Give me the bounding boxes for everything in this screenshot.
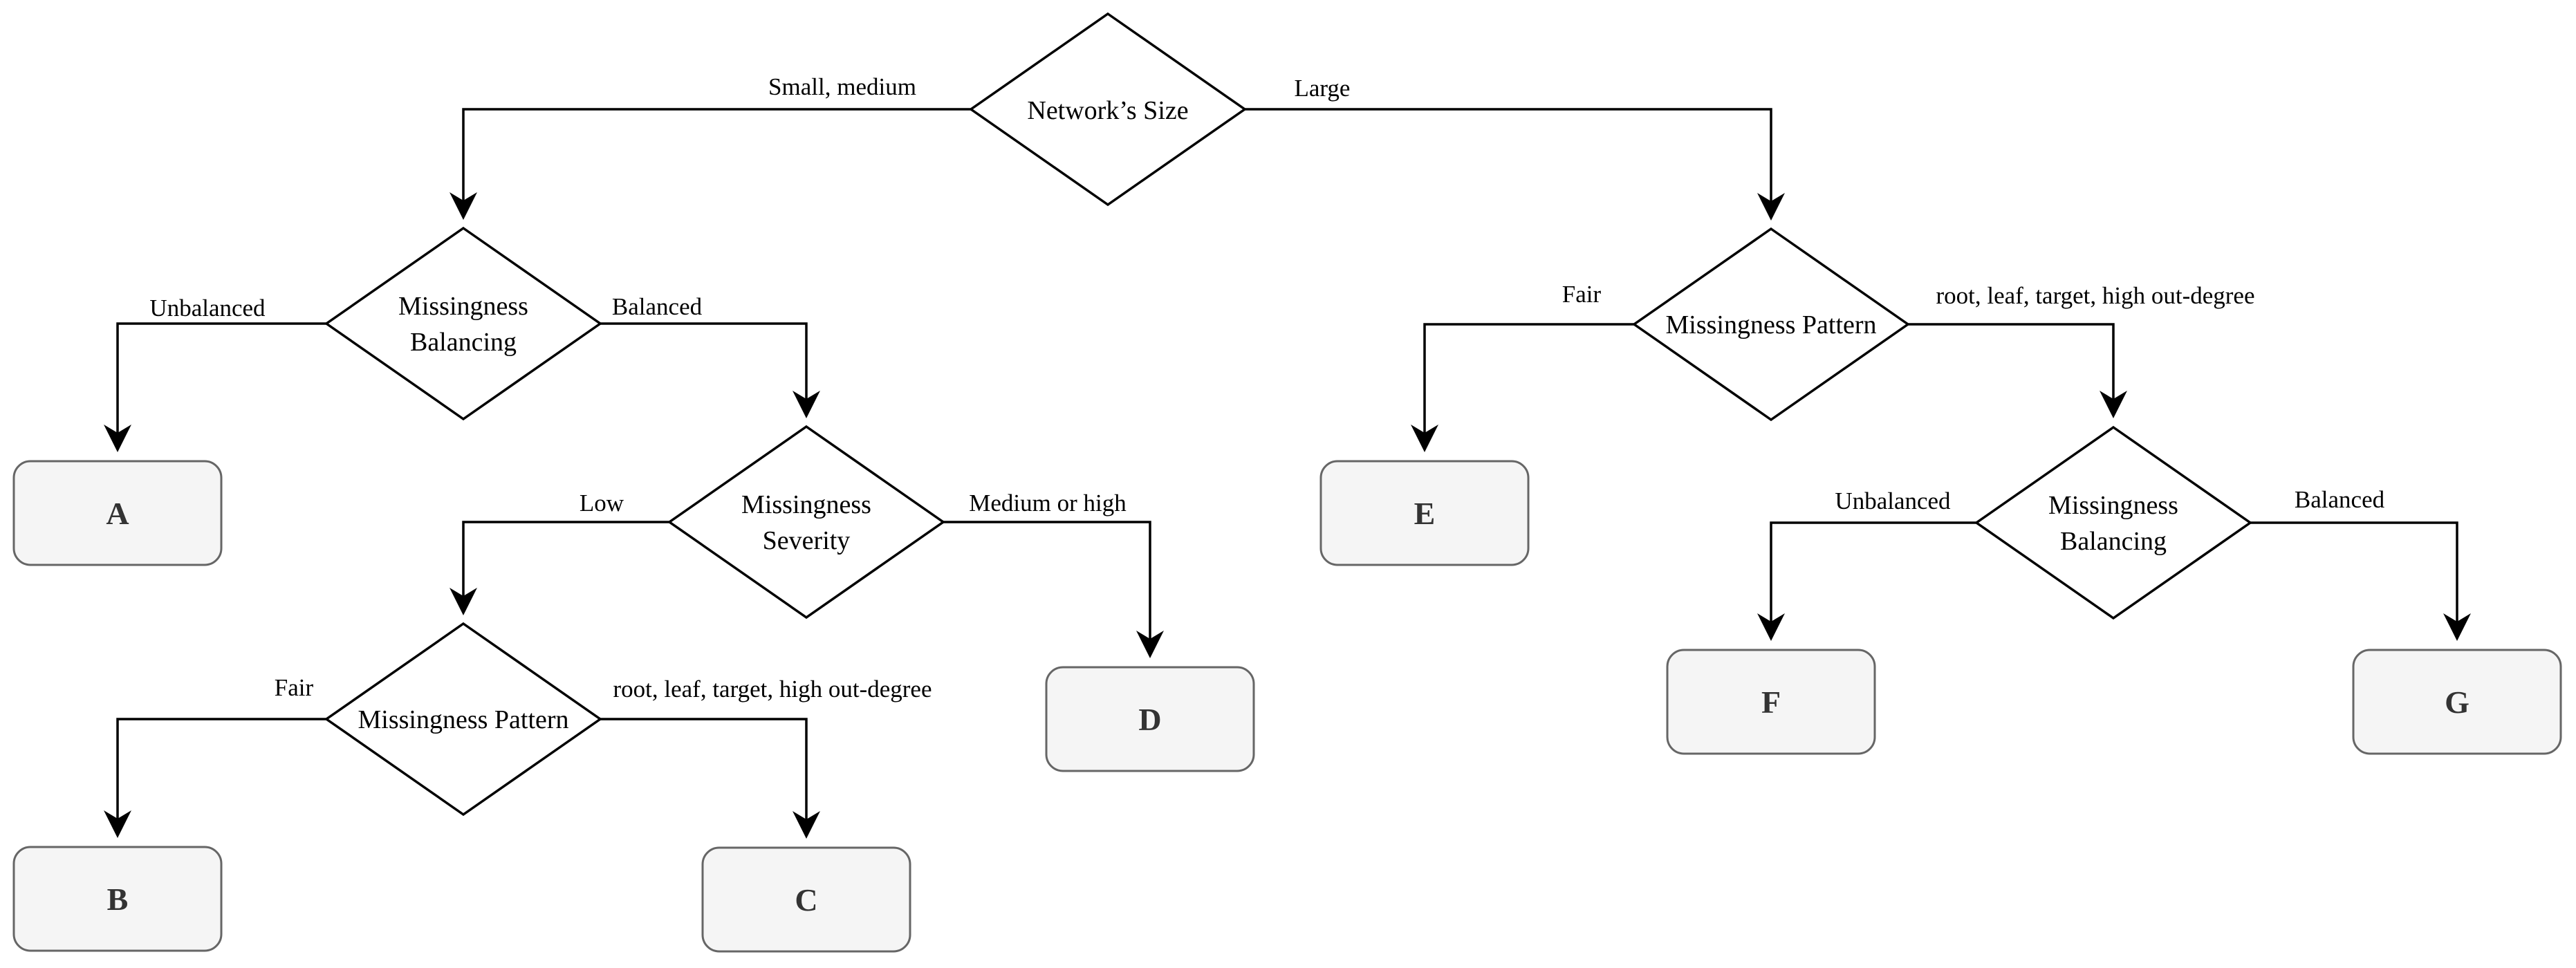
edge-right-balancing-to-f: Unbalanced (1757, 487, 1976, 641)
decision-missingness-balancing-left-line1: Missingness (398, 292, 528, 321)
edge-label-unbalanced-right: Unbalanced (1835, 487, 1951, 514)
edge-root-to-right-pattern: Large (1245, 75, 1785, 221)
edge-severity-to-d: Medium or high (943, 490, 1164, 658)
leaf-node-d: D (1045, 666, 1255, 772)
edge-label-small-medium: Small, medium (768, 73, 916, 100)
decision-missingness-balancing-right-line1: Missingness (2048, 491, 2178, 520)
edge-right-balancing-to-g: Balanced (2250, 486, 2471, 641)
edge-label-low: Low (580, 490, 624, 516)
decision-missingness-pattern-left: Missingness Pattern (324, 622, 603, 817)
edge-label-balanced-right: Balanced (2295, 486, 2385, 513)
leaf-node-g-label: G (2445, 685, 2470, 720)
decision-missingness-pattern-right-label: Missingness Pattern (1665, 310, 1876, 339)
leaf-node-c-label: C (795, 882, 817, 918)
leaf-node-c: C (701, 846, 911, 953)
decision-network-size: Network’s Size (968, 12, 1248, 207)
decision-network-size-label: Network’s Size (1027, 96, 1188, 125)
leaf-node-f: F (1666, 649, 1876, 755)
decision-missingness-severity: Missingness Severity (667, 425, 946, 620)
edge-left-pattern-to-b: Fair (104, 674, 326, 838)
edge-left-balancing-to-a: Unbalanced (104, 295, 326, 452)
leaf-node-f-label: F (1761, 685, 1781, 720)
edge-left-balancing-to-severity: Balanced (600, 293, 820, 418)
edge-label-fair-left: Fair (275, 674, 314, 701)
leaf-node-d-label: D (1138, 702, 1161, 737)
decision-missingness-balancing-left: Missingness Balancing (324, 226, 603, 421)
edge-right-pattern-to-right-balancing: root, leaf, target, high out-degree (1908, 282, 2255, 418)
decision-missingness-balancing-right: Missingness Balancing (1974, 425, 2253, 620)
decision-missingness-pattern-right: Missingness Pattern (1631, 227, 1911, 422)
edge-label-pattern-values-right: root, leaf, target, high out-degree (1936, 282, 2255, 309)
decision-missingness-severity-line2: Severity (763, 526, 851, 555)
leaf-node-b-label: B (107, 882, 129, 917)
leaf-node-a-label: A (106, 496, 129, 531)
edge-label-pattern-values-left: root, leaf, target, high out-degree (613, 676, 932, 702)
decision-missingness-balancing-left-line2: Balancing (410, 328, 517, 357)
edge-right-pattern-to-e: Fair (1411, 281, 1634, 452)
leaf-node-g: G (2352, 649, 2562, 755)
edge-label-unbalanced-left: Unbalanced (149, 295, 266, 322)
edge-label-fair-right: Fair (1562, 281, 1602, 308)
leaf-node-b: B (12, 846, 223, 952)
leaf-node-e: E (1319, 460, 1530, 566)
decision-missingness-severity-line1: Missingness (741, 490, 871, 519)
leaf-node-a: A (12, 460, 223, 566)
edge-root-to-left-balancing: Small, medium (450, 73, 971, 220)
decision-missingness-pattern-left-label: Missingness Pattern (358, 705, 568, 734)
edge-label-balanced-left: Balanced (612, 293, 703, 320)
decision-missingness-balancing-right-line2: Balancing (2060, 527, 2167, 556)
edge-label-medium-or-high: Medium or high (969, 490, 1127, 516)
edge-severity-to-left-pattern: Low (450, 490, 669, 615)
edge-label-large: Large (1295, 75, 1351, 102)
edge-left-pattern-to-c: root, leaf, target, high out-degree (600, 676, 932, 839)
leaf-node-e-label: E (1414, 496, 1436, 531)
